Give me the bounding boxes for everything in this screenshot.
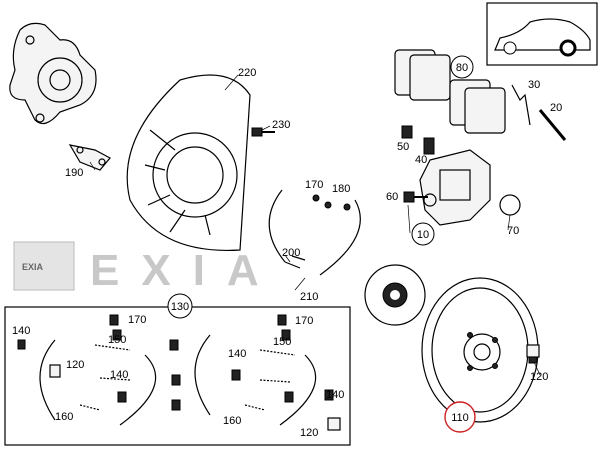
- callout-circle-110: 110: [444, 401, 476, 433]
- watermark-logo-text: EXIA: [22, 262, 44, 272]
- callout-80: 80: [456, 62, 468, 74]
- hub-backing: [364, 264, 426, 326]
- brake-disc-110: [421, 277, 539, 423]
- callout-140-d: 140: [326, 389, 344, 401]
- callout-140-c: 140: [228, 348, 246, 360]
- spring-30: [511, 84, 531, 126]
- pin-20: [538, 109, 567, 141]
- callout-110: 110: [451, 412, 469, 424]
- callout-150-b: 150: [273, 336, 291, 348]
- splash-shield-220: [126, 74, 251, 252]
- steering-knuckle: [9, 22, 97, 125]
- car-locator-inset: [486, 2, 598, 66]
- callout-120-disc: 120: [530, 371, 548, 383]
- watermark: EXIA EXIA: [13, 241, 281, 295]
- callout-circle-130: 130: [167, 293, 193, 319]
- callout-labels: 220 230 190 170 180 200 210 30 20 50 40 …: [12, 67, 562, 439]
- bolt-230: [251, 127, 275, 137]
- callout-190: 190: [65, 167, 83, 179]
- callout-circle-10: 10: [411, 222, 435, 246]
- bleeder-40: [423, 137, 435, 155]
- callout-70: 70: [507, 225, 519, 237]
- callout-60: 60: [386, 191, 398, 203]
- callout-150-a: 150: [108, 334, 126, 346]
- callout-170-c: 170: [295, 315, 313, 327]
- caliper: [419, 149, 491, 226]
- callout-230: 230: [272, 119, 290, 131]
- callout-10: 10: [417, 229, 429, 241]
- callout-160-b: 160: [223, 415, 241, 427]
- callout-210: 210: [300, 291, 318, 303]
- callout-130: 130: [171, 301, 189, 313]
- watermark-wordmark: EXIA: [90, 246, 281, 295]
- callout-200: 200: [282, 247, 300, 259]
- callout-50: 50: [397, 141, 409, 153]
- bolt-120-disc: [526, 344, 540, 364]
- callout-140-a: 140: [12, 325, 30, 337]
- bracket-190: [68, 144, 111, 171]
- brake-pads-80: [394, 49, 506, 134]
- clip-70: [499, 194, 521, 216]
- cap-50: [401, 125, 413, 139]
- callout-120-right: 120: [300, 427, 318, 439]
- parking-shoe-upper: [268, 189, 361, 276]
- callout-20: 20: [550, 102, 562, 114]
- callout-180: 180: [332, 183, 350, 195]
- callout-160-a: 160: [55, 411, 73, 423]
- callout-140-b: 140: [110, 369, 128, 381]
- callout-40: 40: [415, 154, 427, 166]
- callout-170-b: 170: [128, 314, 146, 326]
- callout-220: 220: [238, 67, 256, 79]
- callout-120-left: 120: [66, 359, 84, 371]
- shoe-kit-box-130: [4, 306, 351, 446]
- callout-170-top: 170: [305, 179, 323, 191]
- bolt-60: [403, 191, 428, 203]
- callout-30: 30: [528, 79, 540, 91]
- callout-circle-80: 80: [450, 55, 474, 79]
